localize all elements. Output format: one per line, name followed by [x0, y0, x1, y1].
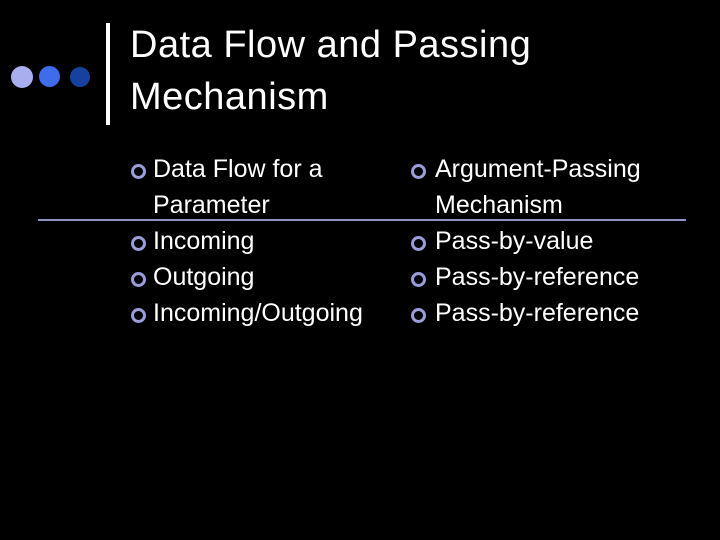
bullet-item: Pass-by-value: [410, 223, 687, 259]
bullet-ring-icon: [131, 308, 146, 323]
bullet-ring-icon: [411, 164, 426, 179]
divider-line: [38, 219, 686, 221]
bullet-text: Incoming: [153, 227, 255, 255]
left-column: Data Flow for a Parameter Incoming Outgo…: [130, 151, 388, 331]
right-column: Argument-Passing Mechanism Pass-by-value…: [410, 151, 687, 331]
bullet-ring-icon: [411, 236, 426, 251]
bullet-item: Data Flow for a Parameter: [130, 151, 388, 223]
bullet-ring-icon: [411, 272, 426, 287]
bullet-ring-icon: [131, 236, 146, 251]
decoration-dot-icon: [39, 66, 60, 87]
bullet-item: Pass-by-reference: [410, 259, 687, 295]
bullet-text: Pass-by-reference: [435, 299, 640, 327]
decoration-dot-icon: [11, 66, 33, 88]
bullet-item: Pass-by-reference: [410, 295, 687, 331]
bullet-text: Pass-by-reference: [435, 263, 640, 291]
bullet-text: Pass-by-value: [435, 227, 594, 255]
bullet-ring-icon: [131, 272, 146, 287]
bullet-ring-icon: [131, 164, 146, 179]
bullet-item: Outgoing: [130, 259, 388, 295]
bullet-item: Argument-Passing Mechanism: [410, 151, 687, 223]
bullet-text: Incoming/Outgoing: [153, 299, 363, 327]
decoration-dot-icon: [70, 67, 90, 87]
bullet-item: Incoming/Outgoing: [130, 295, 388, 331]
slide-title: Data Flow and Passing Mechanism: [130, 24, 532, 118]
bullet-text: Data Flow for a Parameter: [153, 155, 323, 219]
title-accent-bar: [106, 23, 110, 125]
bullet-item: Incoming: [130, 223, 388, 259]
bullet-text: Argument-Passing Mechanism: [435, 155, 641, 219]
bullet-ring-icon: [411, 308, 426, 323]
bullet-text: Outgoing: [153, 263, 255, 291]
